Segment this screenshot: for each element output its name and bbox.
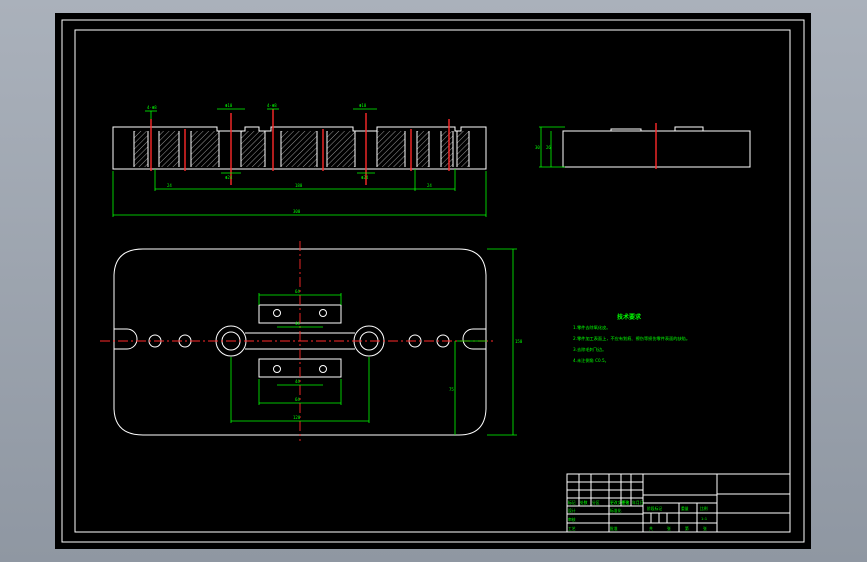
- technical-requirements: 技术要求 1.零件去除氧化皮。 2.零件加工表面上，不应有划痕、擦伤等损伤零件表…: [573, 313, 690, 364]
- tb-row-process: 工艺: [568, 526, 576, 531]
- tb-col-mark: 标记: [568, 500, 576, 505]
- dim-hole-mid: 4-Φ8: [267, 103, 277, 108]
- dim-slot-left: Φ10: [225, 103, 233, 108]
- title-block: 标记 处数 分区 更改文件号 签名 年月日 设计 标准化 审核 工艺 批准 阶段…: [566, 473, 791, 533]
- tech-req-title: 技术要求: [617, 313, 642, 321]
- dim-pitch: 180: [295, 183, 303, 188]
- dim-plan-bot-inner: 44: [295, 379, 300, 384]
- dim-side-h2: 26: [546, 145, 551, 150]
- tb-col-date: 年月日: [632, 500, 644, 505]
- inner-frame: [74, 29, 791, 533]
- side-view: 30 26: [535, 123, 751, 169]
- tech-req-line-2: 2.零件加工表面上，不应有划痕、擦伤等损伤零件表面的缺陷。: [573, 335, 690, 342]
- tb-row-standard: 标准化: [610, 508, 622, 513]
- plan-view: 64 44 44 64 120 150 75: [100, 241, 523, 441]
- dim-step-right: 24: [427, 183, 432, 188]
- tb-scale-value: 1:1: [701, 516, 708, 521]
- tb-weight: 重量: [681, 506, 689, 511]
- dim-bore-left: Φ24: [225, 175, 233, 180]
- tech-req-line-1: 1.零件去除氧化皮。: [573, 324, 611, 331]
- tb-stage: 阶段标记: [647, 506, 662, 511]
- dim-bore-right: Φ24: [361, 175, 369, 180]
- tb-sheet-a: 共: [649, 526, 653, 531]
- cad-viewport[interactable]: 4-Φ8 4-Φ8 Φ10 Φ10 Φ24 Φ24 24 180 24 300 …: [55, 13, 811, 549]
- outer-frame: [61, 19, 805, 543]
- dim-overall: 300: [293, 209, 301, 214]
- dim-plan-height: 150: [515, 339, 523, 344]
- tb-sheet-b: 张: [667, 526, 671, 531]
- tb-col-count: 处数: [580, 500, 588, 505]
- dim-plan-center-w: 120: [293, 415, 301, 420]
- tb-row-approve: 批准: [610, 526, 618, 531]
- tech-req-line-4: 4.未注倒角 C0.5。: [573, 357, 609, 364]
- tb-row-review: 审核: [568, 517, 576, 522]
- tb-col-doc: 更改文件号: [610, 500, 629, 505]
- dim-plan-top-w: 64: [295, 289, 300, 294]
- tb-row-design: 设计: [568, 508, 576, 513]
- dim-plan-top-inner: 44: [295, 321, 300, 326]
- dim-plan-bot-w: 64: [295, 397, 300, 402]
- drawing-canvas: 4-Φ8 4-Φ8 Φ10 Φ10 Φ24 Φ24 24 180 24 300 …: [61, 19, 805, 543]
- dim-slot-right: Φ10: [359, 103, 367, 108]
- tb-col-sign: 签名: [622, 500, 630, 505]
- dim-plan-half: 75: [449, 387, 454, 392]
- dim-hole-left: 4-Φ8: [147, 105, 157, 110]
- dim-step-left: 24: [167, 183, 172, 188]
- tb-col-zone: 分区: [592, 500, 600, 505]
- tb-sheet-d: 张: [703, 526, 707, 531]
- front-section-view: 4-Φ8 4-Φ8 Φ10 Φ10 Φ24 Φ24 24 180 24 300: [112, 103, 487, 217]
- dim-side-h1: 30: [535, 145, 540, 150]
- tb-scale: 比例: [700, 506, 708, 511]
- tech-req-line-3: 3.去除毛刺飞边。: [573, 346, 606, 353]
- tb-sheet-c: 第: [685, 526, 689, 531]
